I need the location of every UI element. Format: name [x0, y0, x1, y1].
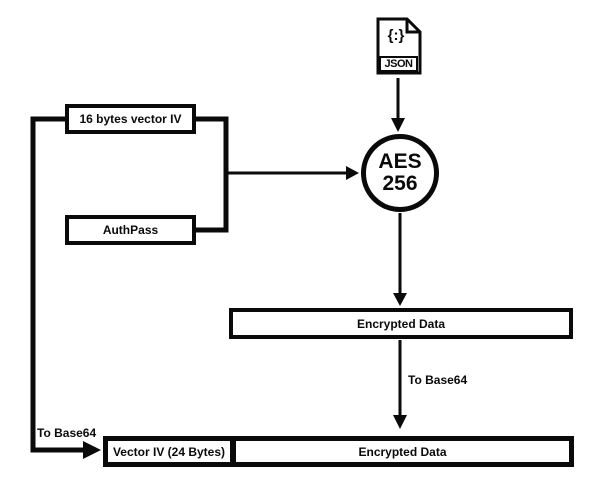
- output-cell-encrypted-data-label: Encrypted Data: [358, 444, 447, 459]
- authpass-box: AuthPass: [65, 215, 196, 245]
- output-cell-vector-iv-label: Vector IV (24 Bytes): [112, 444, 226, 459]
- encrypted-data-box: Encrypted Data: [229, 308, 573, 339]
- iv-to-output-path: [30, 116, 101, 459]
- json-braces-glyph: {:}: [387, 27, 405, 44]
- json-to-aes-arrow: [391, 78, 405, 132]
- json-label: JSON: [379, 56, 418, 72]
- json-file-icon: {:} JSON: [376, 17, 422, 75]
- to-base64-label-mid: To Base64: [408, 373, 468, 387]
- aes-line2: 256: [382, 172, 418, 195]
- to-base64-label-left: To Base64: [37, 426, 97, 440]
- bracket-to-aes-arrow: [228, 166, 359, 180]
- output-cell-encrypted-data: Encrypted Data: [236, 441, 569, 462]
- output-box: Vector IV (24 Bytes) Encrypted Data: [103, 436, 574, 467]
- aes-to-encrypted-arrow: [393, 213, 407, 306]
- inputs-bracket: [196, 116, 229, 233]
- aes-line1: AES: [378, 150, 422, 173]
- authpass-box-label: AuthPass: [102, 223, 159, 237]
- output-cell-vector-iv: Vector IV (24 Bytes): [108, 441, 230, 462]
- encrypted-data-label: Encrypted Data: [356, 316, 446, 331]
- iv-box-label: 16 bytes vector IV: [79, 112, 182, 126]
- aes-256-node: AES 256: [361, 134, 439, 212]
- iv-box: 16 bytes vector IV: [65, 104, 196, 134]
- encrypted-to-output-arrow: [393, 340, 407, 429]
- output-cell-divider: [230, 441, 236, 462]
